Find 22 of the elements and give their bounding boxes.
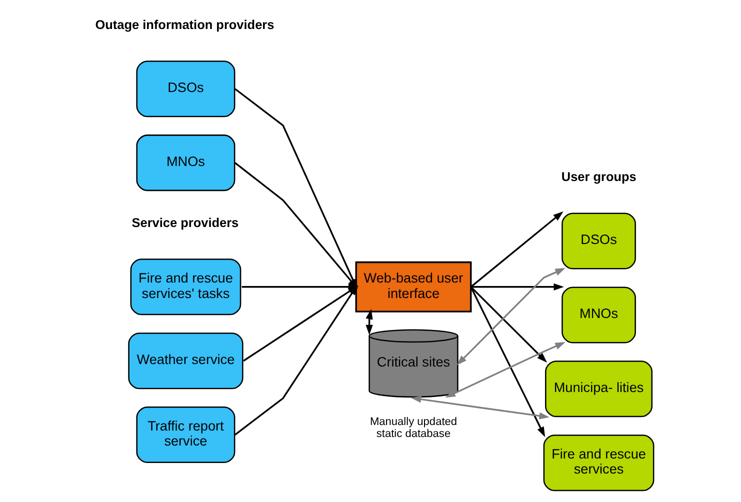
node-box: Weather service <box>128 332 243 390</box>
arrow <box>470 211 563 288</box>
node-box: Fire and rescue services <box>542 434 654 492</box>
node-box: MNOs <box>136 134 235 192</box>
node-box: MNOs <box>561 286 636 344</box>
arrow <box>470 286 547 363</box>
node-box: Municipa- lities <box>544 360 652 418</box>
arrow <box>365 309 372 336</box>
node-label: Manually updated static database <box>369 416 457 440</box>
node-box: Traffic report service <box>136 406 235 464</box>
node-box: Web-based user interface <box>354 261 472 312</box>
label: User groups <box>560 169 636 184</box>
arrow <box>470 283 564 290</box>
arrow <box>470 286 545 438</box>
label: Service providers <box>131 214 238 230</box>
node-box: Fire and rescue services' tasks <box>130 258 241 316</box>
arrow <box>410 396 549 420</box>
arrow <box>456 268 565 366</box>
node-box: DSOs <box>136 60 235 118</box>
label: Outage information providers <box>94 16 274 32</box>
node-box: DSOs <box>561 212 636 270</box>
arrow <box>444 342 565 398</box>
